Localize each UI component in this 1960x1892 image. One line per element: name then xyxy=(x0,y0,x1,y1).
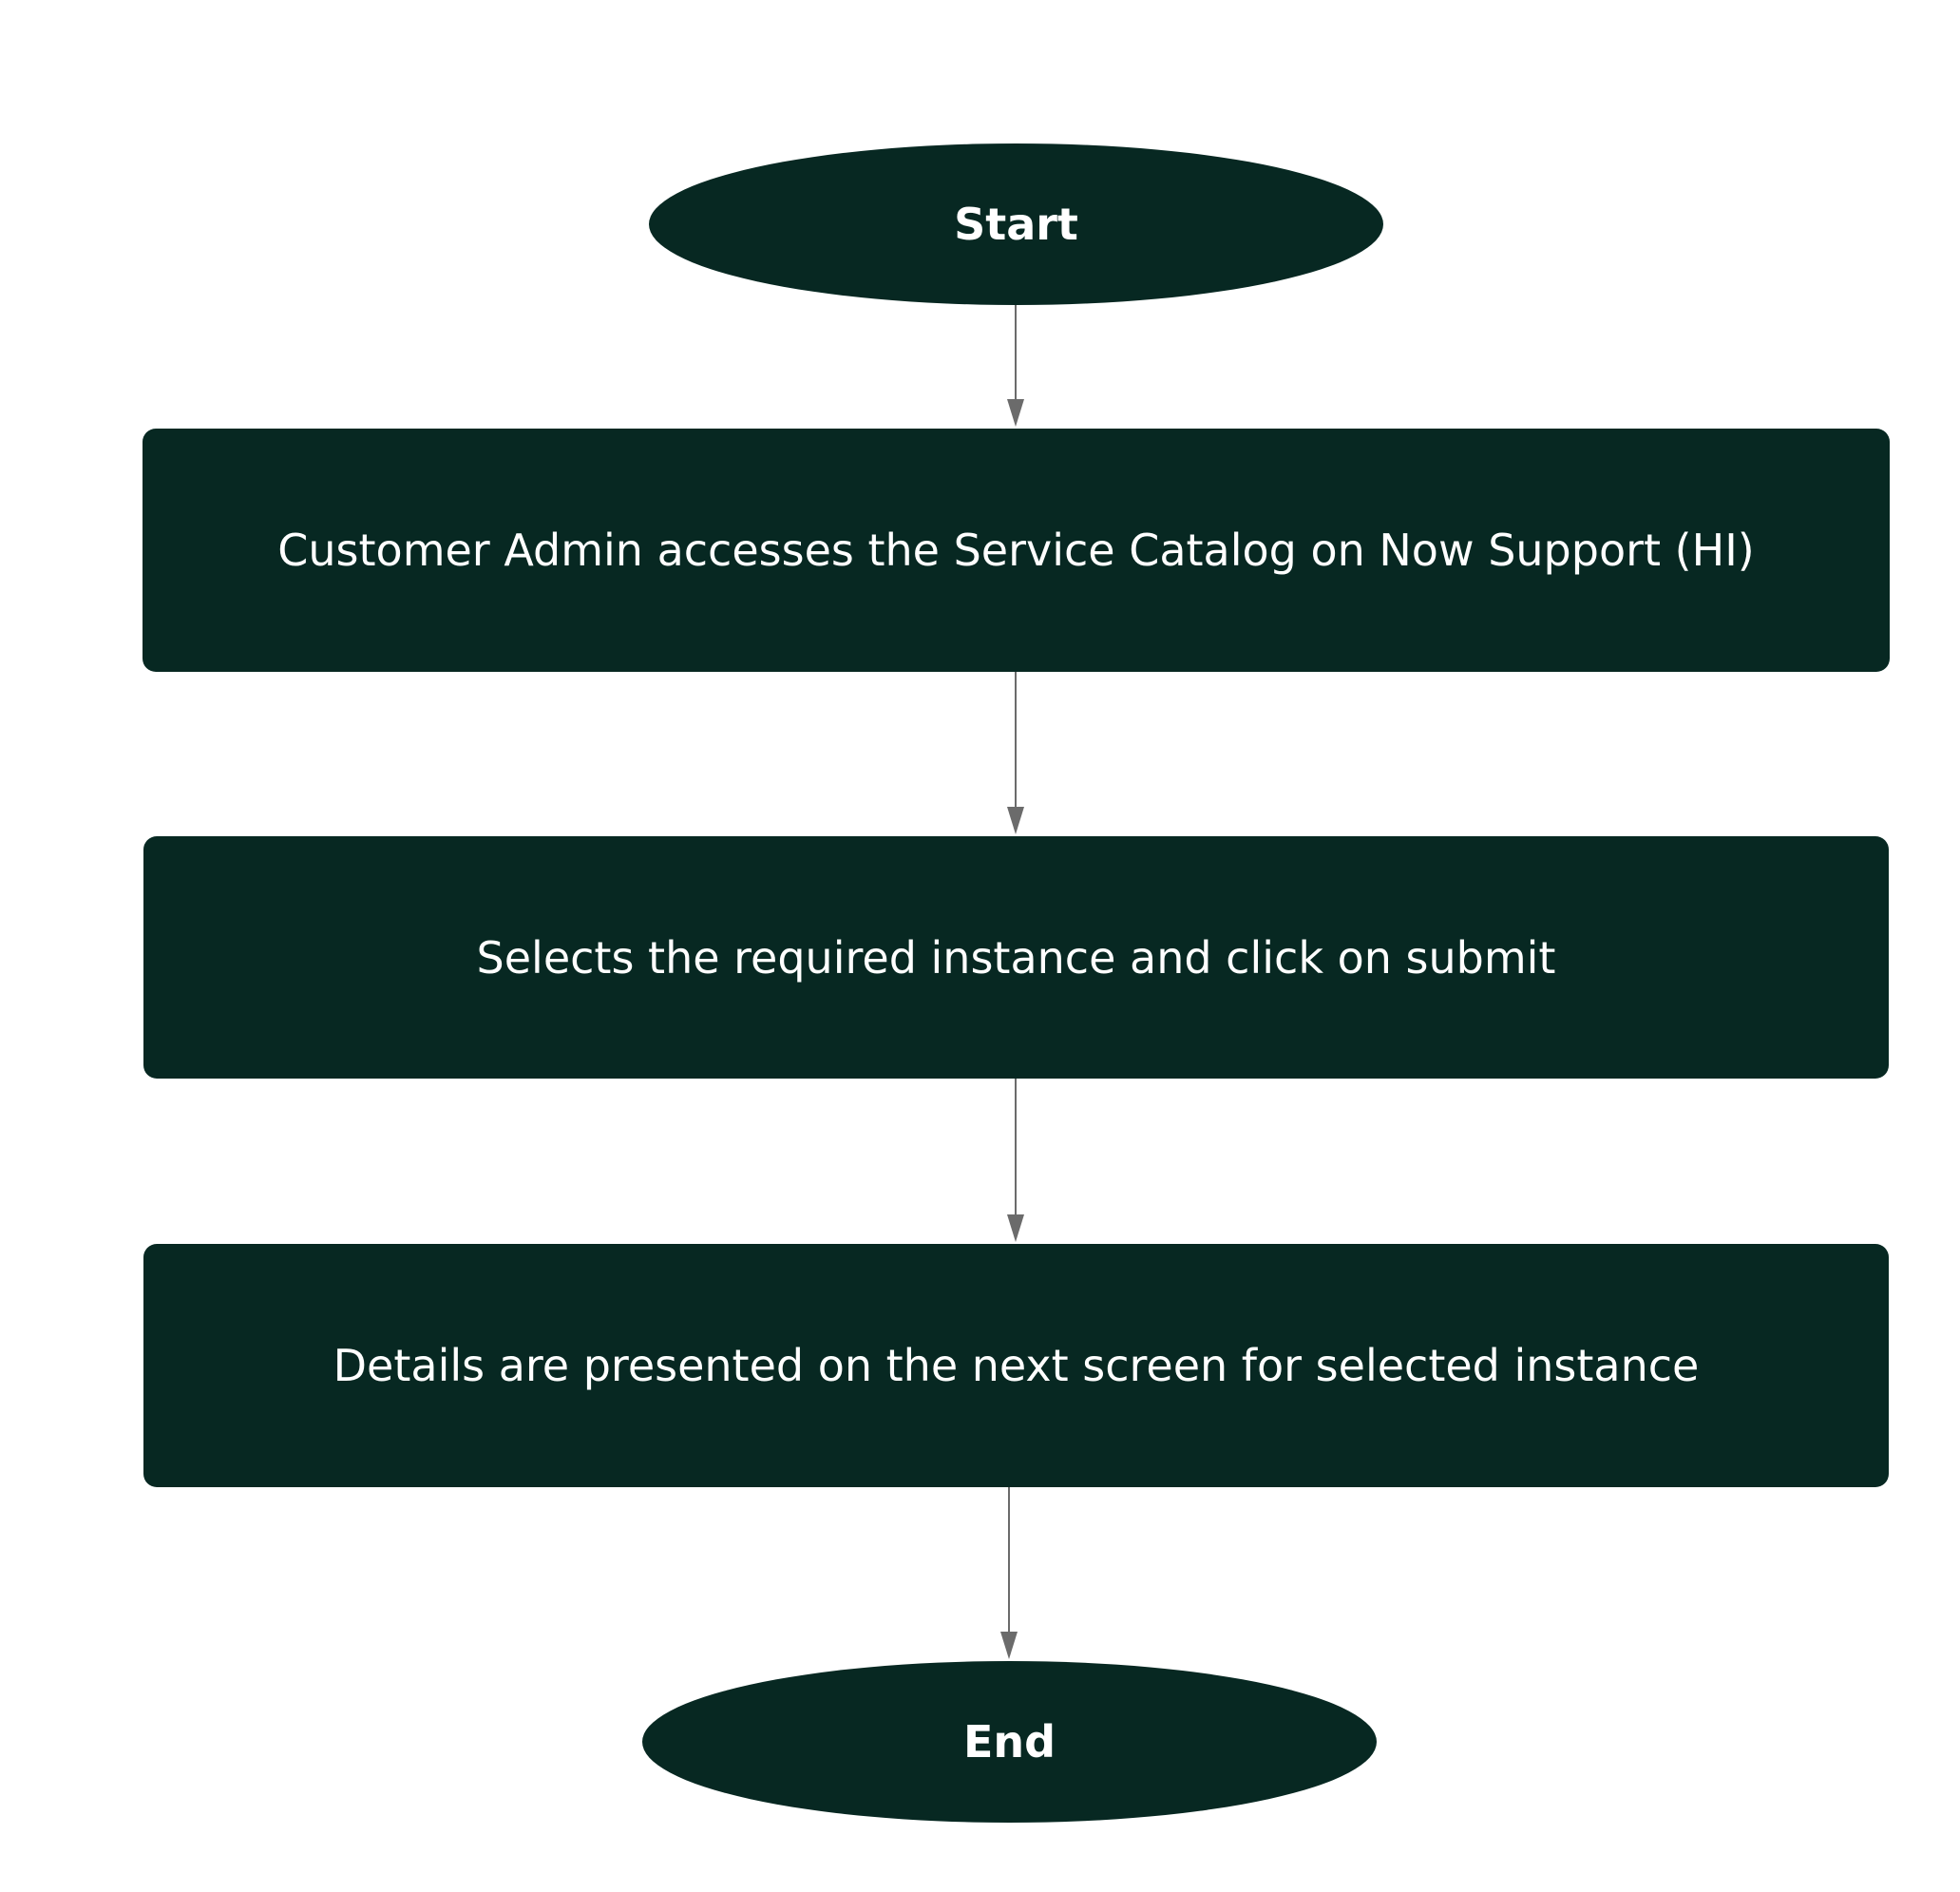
start-label: Start xyxy=(954,199,1078,250)
arrowhead-icon xyxy=(1007,1214,1024,1242)
arrowhead-icon xyxy=(1007,399,1024,427)
connector-step-2-to-step-3 xyxy=(1007,1079,1024,1242)
process-step-access-catalog: Customer Admin accesses the Service Cata… xyxy=(143,429,1890,672)
connector-step-3-to-end xyxy=(1000,1462,1018,1659)
process-step-select-instance: Selects the required instance and click … xyxy=(143,836,1889,1079)
end-node: End xyxy=(642,1661,1377,1823)
step-1-label: Customer Admin accesses the Service Cata… xyxy=(277,525,1755,576)
end-label: End xyxy=(962,1716,1056,1768)
step-3-label: Details are presented on the next screen… xyxy=(333,1340,1700,1391)
start-node: Start xyxy=(649,143,1383,305)
process-step-details-presented: Details are presented on the next screen… xyxy=(143,1244,1889,1487)
connector-start-to-step-1 xyxy=(1007,305,1024,427)
connector-step-1-to-step-2 xyxy=(1007,672,1024,834)
arrowhead-icon xyxy=(1000,1632,1018,1659)
step-2-label: Selects the required instance and click … xyxy=(476,931,1556,984)
arrowhead-icon xyxy=(1007,807,1024,834)
